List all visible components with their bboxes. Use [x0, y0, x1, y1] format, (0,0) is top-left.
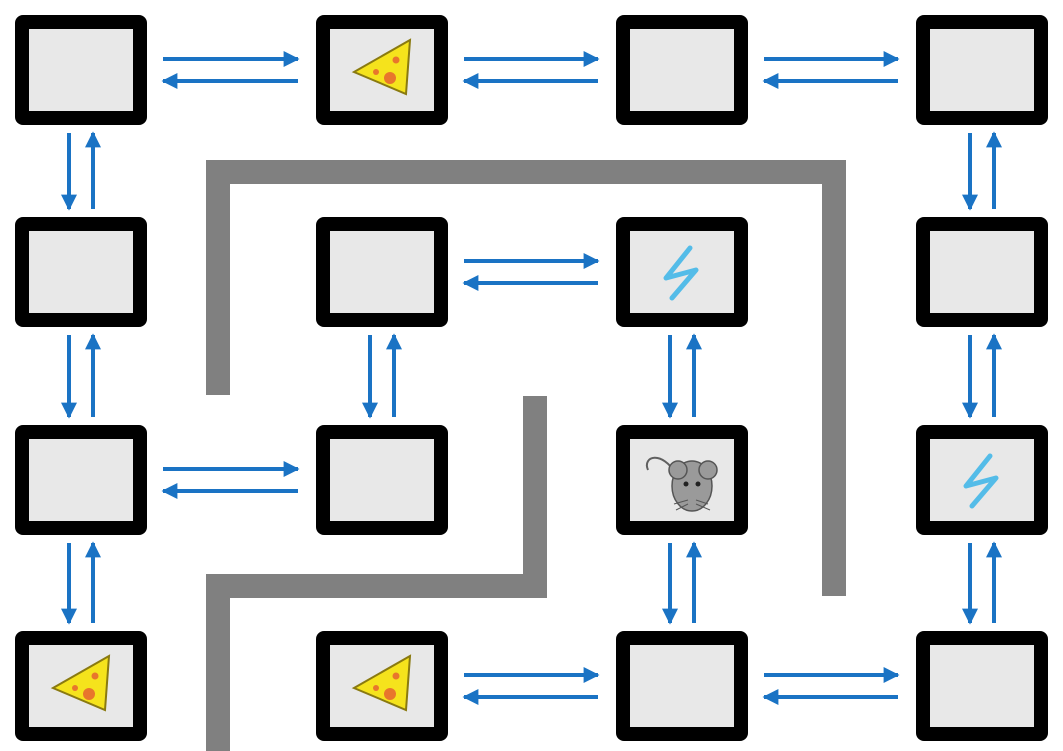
maze-cell-r0c0 [15, 15, 147, 125]
connection-r1c3-r2c3 [962, 333, 1002, 419]
lightning-icon [663, 245, 699, 301]
connection-r0c3-r1c3 [962, 131, 1002, 211]
cheese-icon [351, 38, 412, 96]
cell-fill [29, 439, 133, 521]
cell-fill [630, 29, 734, 111]
connection-r2c3-r3c3 [962, 541, 1002, 625]
connection-r2c2-r3c2 [662, 541, 702, 625]
maze-cell-r0c1 [316, 15, 448, 125]
cheese-icon [50, 654, 111, 712]
cheese-icon [351, 654, 412, 712]
mouse-whiskers [673, 499, 711, 511]
maze-cell-r3c3 [916, 631, 1048, 741]
cell-fill [29, 29, 133, 111]
lightning-bolt [963, 453, 999, 509]
connection-r0c0-r0c1 [161, 51, 300, 89]
connection-r1c0-r2c0 [61, 333, 101, 419]
cell-fill [930, 231, 1034, 313]
connection-r0c2-r0c3 [762, 51, 900, 89]
wall-upper [206, 160, 846, 596]
connection-r1c2-r2c2 [662, 333, 702, 419]
cheese-hole [384, 72, 396, 84]
cell-fill [630, 645, 734, 727]
maze-cell-r0c3 [916, 15, 1048, 125]
lightning-icon [963, 453, 999, 509]
maze-cell-r1c1 [316, 217, 448, 327]
maze-cell-r3c1 [316, 631, 448, 741]
mouse-ear [698, 460, 718, 480]
cheese-hole [392, 672, 400, 680]
connection-r1c1-r1c2 [462, 253, 600, 291]
connection-r2c0-r2c1 [161, 461, 300, 499]
wall-lower [206, 396, 547, 751]
mouse-ear [668, 460, 688, 480]
maze-cell-r0c2 [616, 15, 748, 125]
cheese-hole [83, 688, 95, 700]
cheese-hole [392, 56, 400, 64]
cheese-wedge [50, 654, 111, 712]
connection-r0c0-r1c0 [61, 131, 101, 211]
mouse-eye [683, 481, 689, 487]
maze-cell-r1c3 [916, 217, 1048, 327]
connection-r1c1-r2c1 [362, 333, 402, 419]
maze-cell-r1c2 [616, 217, 748, 327]
maze-walls [206, 160, 846, 751]
cheese-hole [72, 685, 78, 691]
maze-cells [15, 15, 1048, 741]
cheese-hole [384, 688, 396, 700]
maze-cell-r2c1 [316, 425, 448, 535]
maze-cell-r2c2 [616, 425, 748, 535]
mouse-eye [695, 481, 701, 487]
cell-fill [29, 231, 133, 313]
cell-fill [930, 29, 1034, 111]
connection-r3c2-r3c3 [762, 667, 900, 705]
connection-r0c1-r0c2 [462, 51, 600, 89]
cheese-wedge [351, 38, 412, 96]
cheese-hole [373, 69, 379, 75]
connection-arrows [61, 51, 1002, 705]
cell-fill [330, 231, 434, 313]
cell-fill [930, 645, 1034, 727]
maze-cell-r1c0 [15, 217, 147, 327]
cell-fill [330, 439, 434, 521]
connection-r2c0-r3c0 [61, 541, 101, 625]
cheese-wedge [351, 654, 412, 712]
mouse-icon [645, 456, 718, 512]
cheese-hole [373, 685, 379, 691]
connection-r3c1-r3c2 [462, 667, 600, 705]
cheese-hole [91, 672, 99, 680]
maze-cell-r2c3 [916, 425, 1048, 535]
lightning-bolt [663, 245, 699, 301]
maze-cell-r3c0 [15, 631, 147, 741]
maze-cell-r3c2 [616, 631, 748, 741]
maze-cell-r2c0 [15, 425, 147, 535]
